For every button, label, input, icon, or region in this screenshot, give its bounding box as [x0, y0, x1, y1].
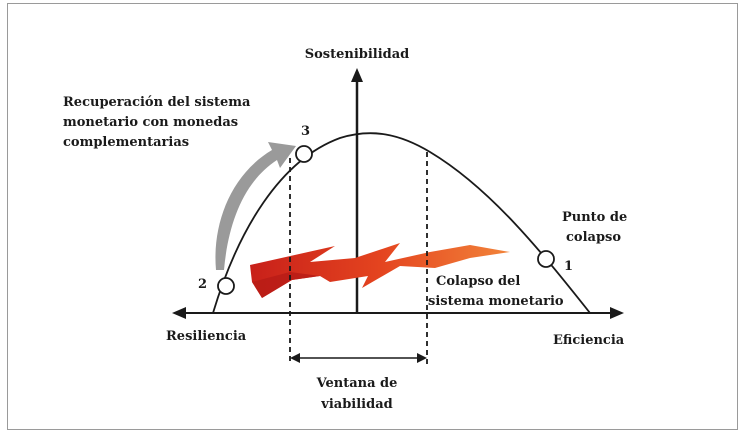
window-label-line-2: viabilidad [320, 397, 392, 412]
point-3-number: 3 [301, 124, 310, 139]
point-1-number: 1 [564, 259, 573, 274]
left-axis-label: Resiliencia [166, 329, 247, 344]
recovery-label-line-3: complementarias [63, 135, 189, 150]
collapse-lightning-shadow [252, 272, 320, 298]
collapse-system-label-line-1: Colapso del [436, 274, 520, 289]
diagram-frame [7, 3, 738, 430]
point-2-marker [217, 277, 235, 295]
recovery-label-line-2: monetario con monedas [63, 115, 238, 130]
point-2-number: 2 [198, 277, 207, 292]
recovery-arrow-icon [215, 142, 296, 270]
horizontal-axis-right-arrow-icon [610, 307, 624, 319]
collapse-point-label-line-2: colapso [566, 230, 621, 245]
horizontal-axis-left-arrow-icon [172, 307, 186, 319]
collapse-system-label-line-2: sistema monetario [428, 294, 564, 309]
right-axis-label: Eficiencia [553, 333, 625, 348]
sustainability-curve [212, 132, 591, 314]
collapse-lightning-icon [250, 243, 510, 298]
vertical-axis-arrow-icon [351, 68, 363, 82]
window-bracket-left-arrow-icon [290, 353, 300, 363]
window-label-line-1: Ventana de [316, 376, 398, 391]
window-bracket-right-arrow-icon [417, 353, 427, 363]
recovery-label-line-1: Recuperación del sistema [63, 95, 251, 110]
point-3-marker [295, 145, 313, 163]
collapse-point-label-line-1: Punto de [562, 210, 627, 225]
y-axis-label: Sostenibilidad [305, 47, 410, 62]
point-1-marker [537, 250, 555, 268]
